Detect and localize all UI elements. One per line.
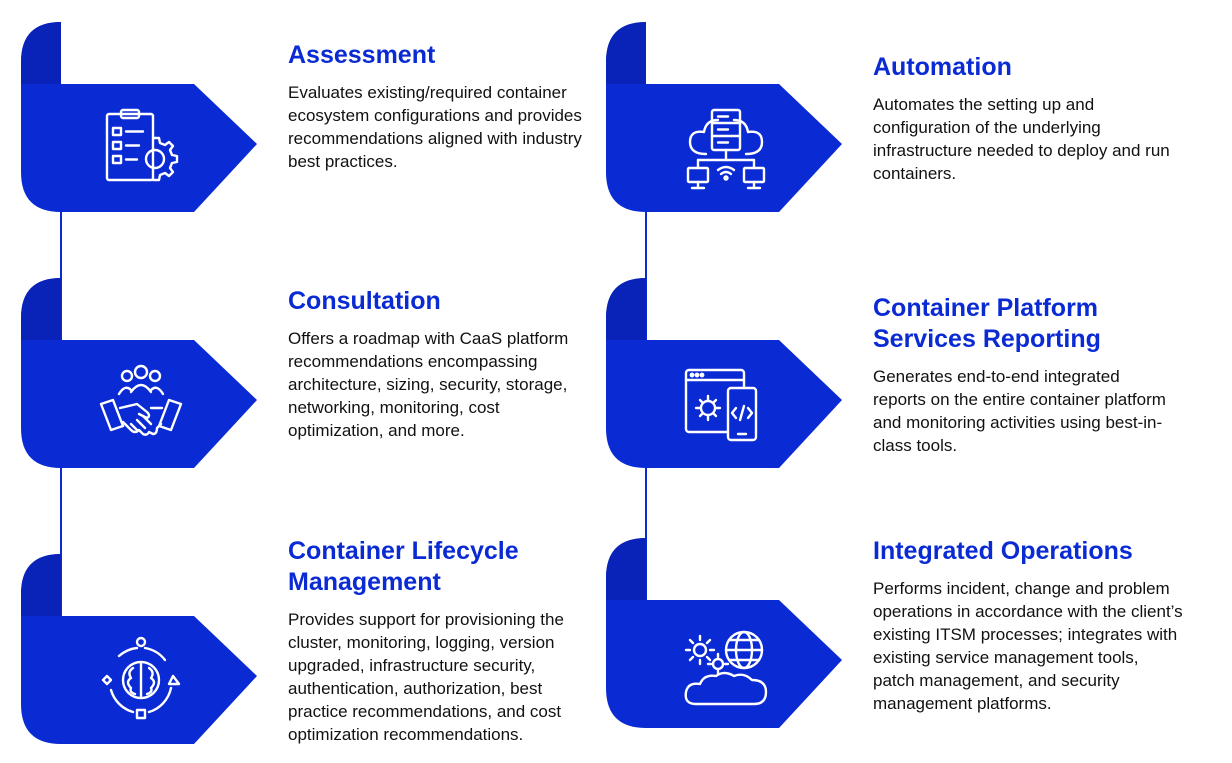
consultation-badge bbox=[21, 278, 261, 468]
card-title: Container Platform Services Reporting bbox=[873, 294, 1101, 353]
card-title: Container Lifecycle Management bbox=[288, 537, 519, 596]
assessment-badge bbox=[21, 22, 261, 212]
card-description: Generates end-to-end integrated reports … bbox=[873, 367, 1166, 455]
browser-mobile-code-icon bbox=[678, 358, 774, 454]
container-lifecycle-badge bbox=[21, 554, 261, 744]
assessment-card: Assessment Evaluates existing/required c… bbox=[288, 40, 588, 173]
platform-reporting-badge bbox=[606, 278, 846, 468]
card-description: Performs incident, change and problem op… bbox=[873, 579, 1183, 713]
consultation-card: Consultation Offers a roadmap with CaaS … bbox=[288, 286, 588, 442]
cloud-server-network-icon bbox=[678, 102, 774, 198]
integrated-operations-card: Integrated Operations Performs incident,… bbox=[873, 536, 1183, 715]
card-description: Provides support for provisioning the cl… bbox=[288, 610, 564, 744]
card-title: Consultation bbox=[288, 287, 441, 315]
card-title: Integrated Operations bbox=[873, 537, 1133, 565]
card-description: Evaluates existing/required container ec… bbox=[288, 83, 582, 171]
card-title: Assessment bbox=[288, 41, 436, 69]
automation-card: Automation Automates the setting up and … bbox=[873, 52, 1173, 185]
card-description: Automates the setting up and configurati… bbox=[873, 95, 1170, 183]
ai-brain-cycle-icon bbox=[93, 634, 189, 730]
card-description: Offers a roadmap with CaaS platform reco… bbox=[288, 329, 569, 440]
card-title: Automation bbox=[873, 53, 1012, 81]
checklist-gear-icon bbox=[93, 102, 189, 198]
container-lifecycle-card: Container Lifecycle Management Provides … bbox=[288, 536, 588, 746]
platform-reporting-card: Container Platform Services Reporting Ge… bbox=[873, 293, 1173, 457]
automation-badge bbox=[606, 22, 846, 212]
integrated-operations-badge bbox=[606, 538, 846, 728]
team-handshake-icon bbox=[93, 358, 189, 454]
gears-globe-cloud-icon bbox=[678, 618, 774, 714]
